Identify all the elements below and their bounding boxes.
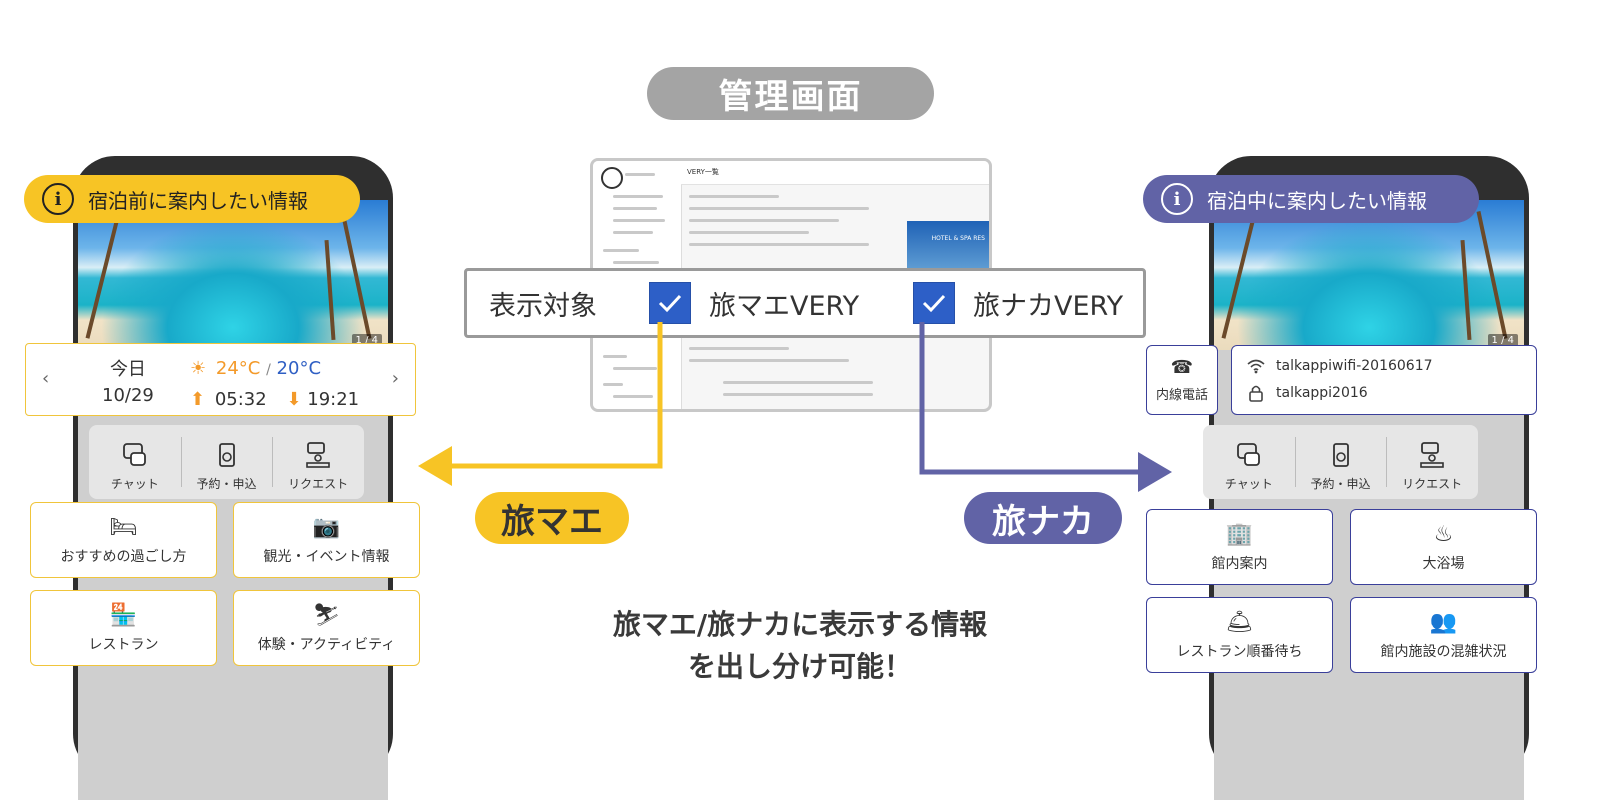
sunset-time: 19:21 — [307, 389, 360, 410]
weather-widget: ‹ › 今日 10/29 ☀ 24°C / 20°C ⬆ 05:32 ⬇ 19:… — [25, 343, 416, 416]
tile-recommended[interactable]: 🛏 おすすめの過ごし方 — [30, 502, 217, 578]
request-icon — [1420, 442, 1444, 468]
reservation-icon — [218, 443, 235, 467]
feature-message-line2: を出し分け可能！ — [687, 650, 912, 683]
label-during-stay-text: 宿泊中に案内したい情報 — [1207, 188, 1427, 213]
quick-nav-request[interactable]: リクエスト — [272, 425, 364, 499]
temp-high: 24°C — [215, 358, 261, 379]
ski-icon: ⛷ — [312, 602, 341, 628]
crowd-icon: 👥 — [1429, 609, 1458, 635]
tile-congestion[interactable]: 👥 館内施設の混雑状況 — [1350, 597, 1537, 673]
display-target-label: 表示対象 — [489, 290, 597, 322]
admin-header: VERY一覧 — [681, 161, 989, 185]
arrow-head-mae — [418, 446, 452, 486]
phone-screen: 1 / 4 — [78, 200, 388, 800]
hero-beach-image — [78, 200, 388, 350]
admin-title-badge: 管理画面 — [647, 67, 934, 120]
lock-icon — [1249, 385, 1263, 402]
tile-bath[interactable]: ♨ 大浴場 — [1350, 509, 1537, 585]
extension-phone-button[interactable]: ☎ 内線電話 — [1146, 345, 1218, 415]
check-icon — [922, 294, 946, 313]
hot-spring-icon: ♨ — [1433, 521, 1454, 547]
label-before-stay: i 宿泊前に案内したい情報 — [24, 175, 360, 223]
wifi-info: talkappiwifi-20160617 talkappi2016 — [1231, 345, 1537, 415]
chat-icon — [122, 443, 146, 466]
quick-nav-reservation[interactable]: 予約・申込 — [1294, 425, 1387, 499]
wifi-icon — [1247, 359, 1265, 374]
arrow-head-naka — [1138, 452, 1172, 492]
flow-arrows — [418, 322, 1172, 492]
arrow-to-mae — [448, 322, 663, 469]
reservation-icon — [1332, 443, 1349, 467]
sunset-icon: ⬇ — [286, 389, 302, 410]
phone-screen: 1 / 4 — [1214, 200, 1524, 800]
tile-sightseeing[interactable]: 📷 観光・イベント情報 — [233, 502, 420, 578]
quick-nav-chat[interactable]: チャット — [89, 425, 181, 499]
weather-date: 今日 10/29 — [102, 357, 154, 409]
quick-nav-request[interactable]: リクエスト — [1386, 425, 1478, 499]
tile-restaurant-queue[interactable]: 🛎 レストラン順番待ち — [1146, 597, 1333, 673]
phone-icon: ☎ — [1170, 357, 1194, 378]
chat-icon — [1236, 443, 1260, 466]
temp-low: 20°C — [276, 358, 322, 379]
building-icon: 🏢 — [1225, 521, 1254, 547]
checkbox-mae-label: 旅マエVERY — [709, 290, 860, 322]
camera-icon: 📷 — [312, 514, 341, 540]
phone-during-stay: 1 / 4 — [1209, 156, 1529, 800]
info-icon: i — [1161, 183, 1193, 215]
admin-preview-text: HOTEL & SPA RES — [931, 235, 985, 242]
info-icon: i — [42, 183, 74, 215]
chevron-right-icon[interactable]: › — [391, 368, 399, 389]
wifi-ssid: talkappiwifi-20160617 — [1276, 358, 1433, 374]
quick-nav-chat[interactable]: チャット — [1203, 425, 1295, 499]
arrow-to-naka — [919, 322, 1140, 475]
label-during-stay: i 宿泊中に案内したい情報 — [1143, 175, 1479, 223]
request-icon — [306, 442, 330, 468]
weather-temps: ☀ 24°C / 20°C ⬆ 05:32 ⬇ 19:21 — [190, 354, 359, 414]
badge-mae: 旅マエ — [475, 492, 629, 544]
display-target-selector: 表示対象 旅マエVERY 旅ナカVERY — [464, 268, 1146, 338]
quick-nav-right: チャット 予約・申込 リクエスト — [1203, 425, 1478, 499]
chevron-left-icon[interactable]: ‹ — [42, 368, 50, 389]
bed-icon: 🛏 — [109, 514, 138, 540]
wifi-password: talkappi2016 — [1276, 385, 1368, 401]
tile-restaurant[interactable]: 🏪 レストラン — [30, 590, 217, 666]
check-icon — [658, 294, 682, 313]
temp-separator: / — [266, 362, 271, 378]
store-icon: 🏪 — [109, 602, 138, 628]
carousel-pager: 1 / 4 — [1487, 334, 1518, 347]
checkbox-naka[interactable] — [913, 282, 955, 324]
checkbox-mae[interactable] — [649, 282, 691, 324]
tile-activity[interactable]: ⛷ 体験・アクティビティ — [233, 590, 420, 666]
label-before-stay-text: 宿泊前に案内したい情報 — [88, 188, 308, 213]
sunrise-icon: ⬆ — [190, 389, 206, 410]
quick-nav-left: チャット 予約・申込 リクエスト — [89, 425, 364, 499]
quick-nav-reservation[interactable]: 予約・申込 — [180, 425, 273, 499]
weather-day: 今日 — [109, 359, 146, 380]
tile-facility-guide[interactable]: 🏢 館内案内 — [1146, 509, 1333, 585]
checkbox-naka-label: 旅ナカVERY — [973, 290, 1124, 322]
feature-message: 旅マエ/旅ナカに表示する情報 を出し分け可能！ — [560, 604, 1040, 688]
hero-beach-image — [1214, 200, 1524, 350]
sunrise-time: 05:32 — [214, 389, 267, 410]
admin-logo — [601, 167, 623, 189]
weather-date-value: 10/29 — [102, 385, 154, 406]
sun-icon: ☀ — [190, 358, 207, 379]
feature-message-line1: 旅マエ/旅ナカに表示する情報 — [612, 608, 988, 641]
badge-naka: 旅ナカ — [964, 492, 1122, 544]
extension-phone-label: 内線電話 — [1155, 388, 1208, 403]
cloche-icon: 🛎 — [1225, 609, 1254, 635]
